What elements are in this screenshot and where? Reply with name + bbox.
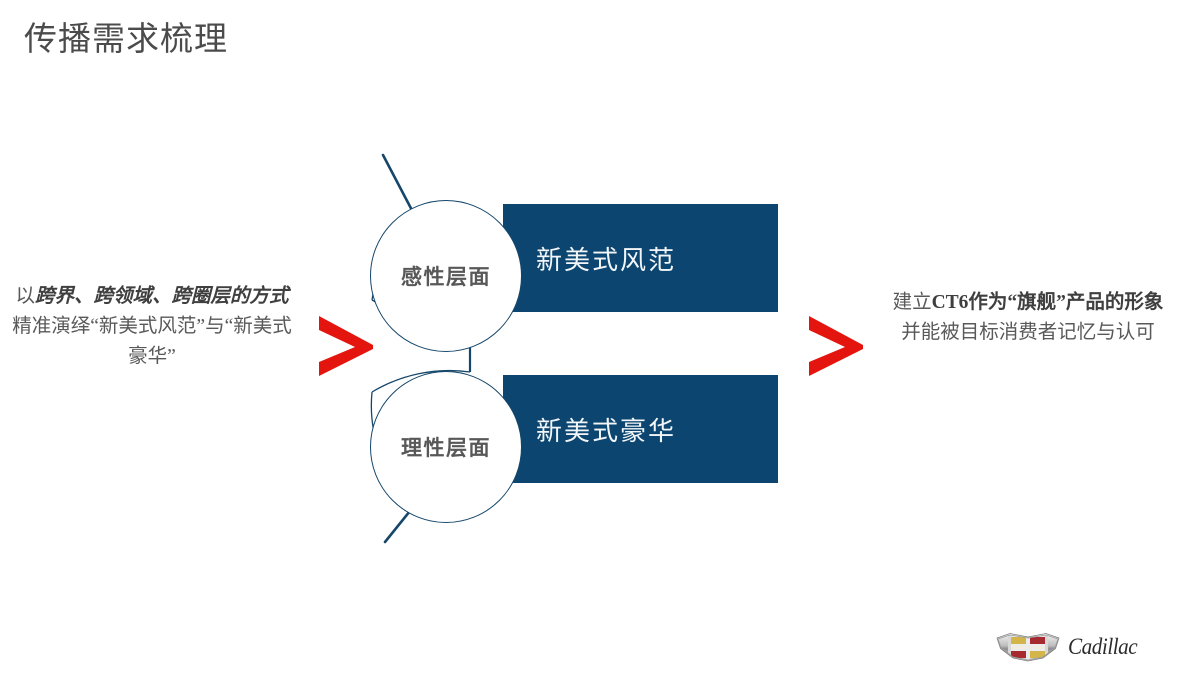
chevron-right-icon-right xyxy=(809,316,863,376)
left-text-emphasis: 跨界、跨领域、跨圈层的方式 xyxy=(35,286,289,307)
emotional-layer-circle: 感性层面 xyxy=(370,200,522,352)
cadillac-wordmark: Cadillac xyxy=(1068,634,1138,659)
connector-line-top xyxy=(381,153,417,218)
rational-layer-bar: 新美式豪华 xyxy=(503,375,778,483)
emotional-layer-bar-label: 新美式风范 xyxy=(536,245,677,275)
left-text-tail: 精准演绎“新美式风范”与“新美式豪华” xyxy=(12,316,292,367)
chevron-right-icon-left xyxy=(319,316,373,376)
right-text-tail: 并能被目标消费者记忆与认可 xyxy=(901,322,1155,343)
rational-layer-circle-label: 理性层面 xyxy=(401,436,491,460)
cadillac-crest-icon xyxy=(996,633,1060,662)
left-text-lead: 以 xyxy=(15,286,35,307)
rational-layer-bar-label: 新美式豪华 xyxy=(536,416,677,446)
left-description-text: 以跨界、跨领域、跨圈层的方式精准演绎“新美式风范”与“新美式豪华” xyxy=(8,282,296,372)
right-text-emphasis: CT6作为“旗舰”产品的形象 xyxy=(931,292,1164,313)
rational-layer-circle: 理性层面 xyxy=(370,371,522,523)
emotional-layer-bar: 新美式风范 xyxy=(503,204,778,312)
cadillac-logo: Cadillac xyxy=(995,627,1145,667)
page-title: 传播需求梳理 xyxy=(24,22,228,58)
right-description-text: 建立CT6作为“旗舰”产品的形象并能被目标消费者记忆与认可 xyxy=(884,288,1172,348)
right-text-lead: 建立 xyxy=(892,292,932,313)
emotional-layer-circle-label: 感性层面 xyxy=(401,265,491,289)
